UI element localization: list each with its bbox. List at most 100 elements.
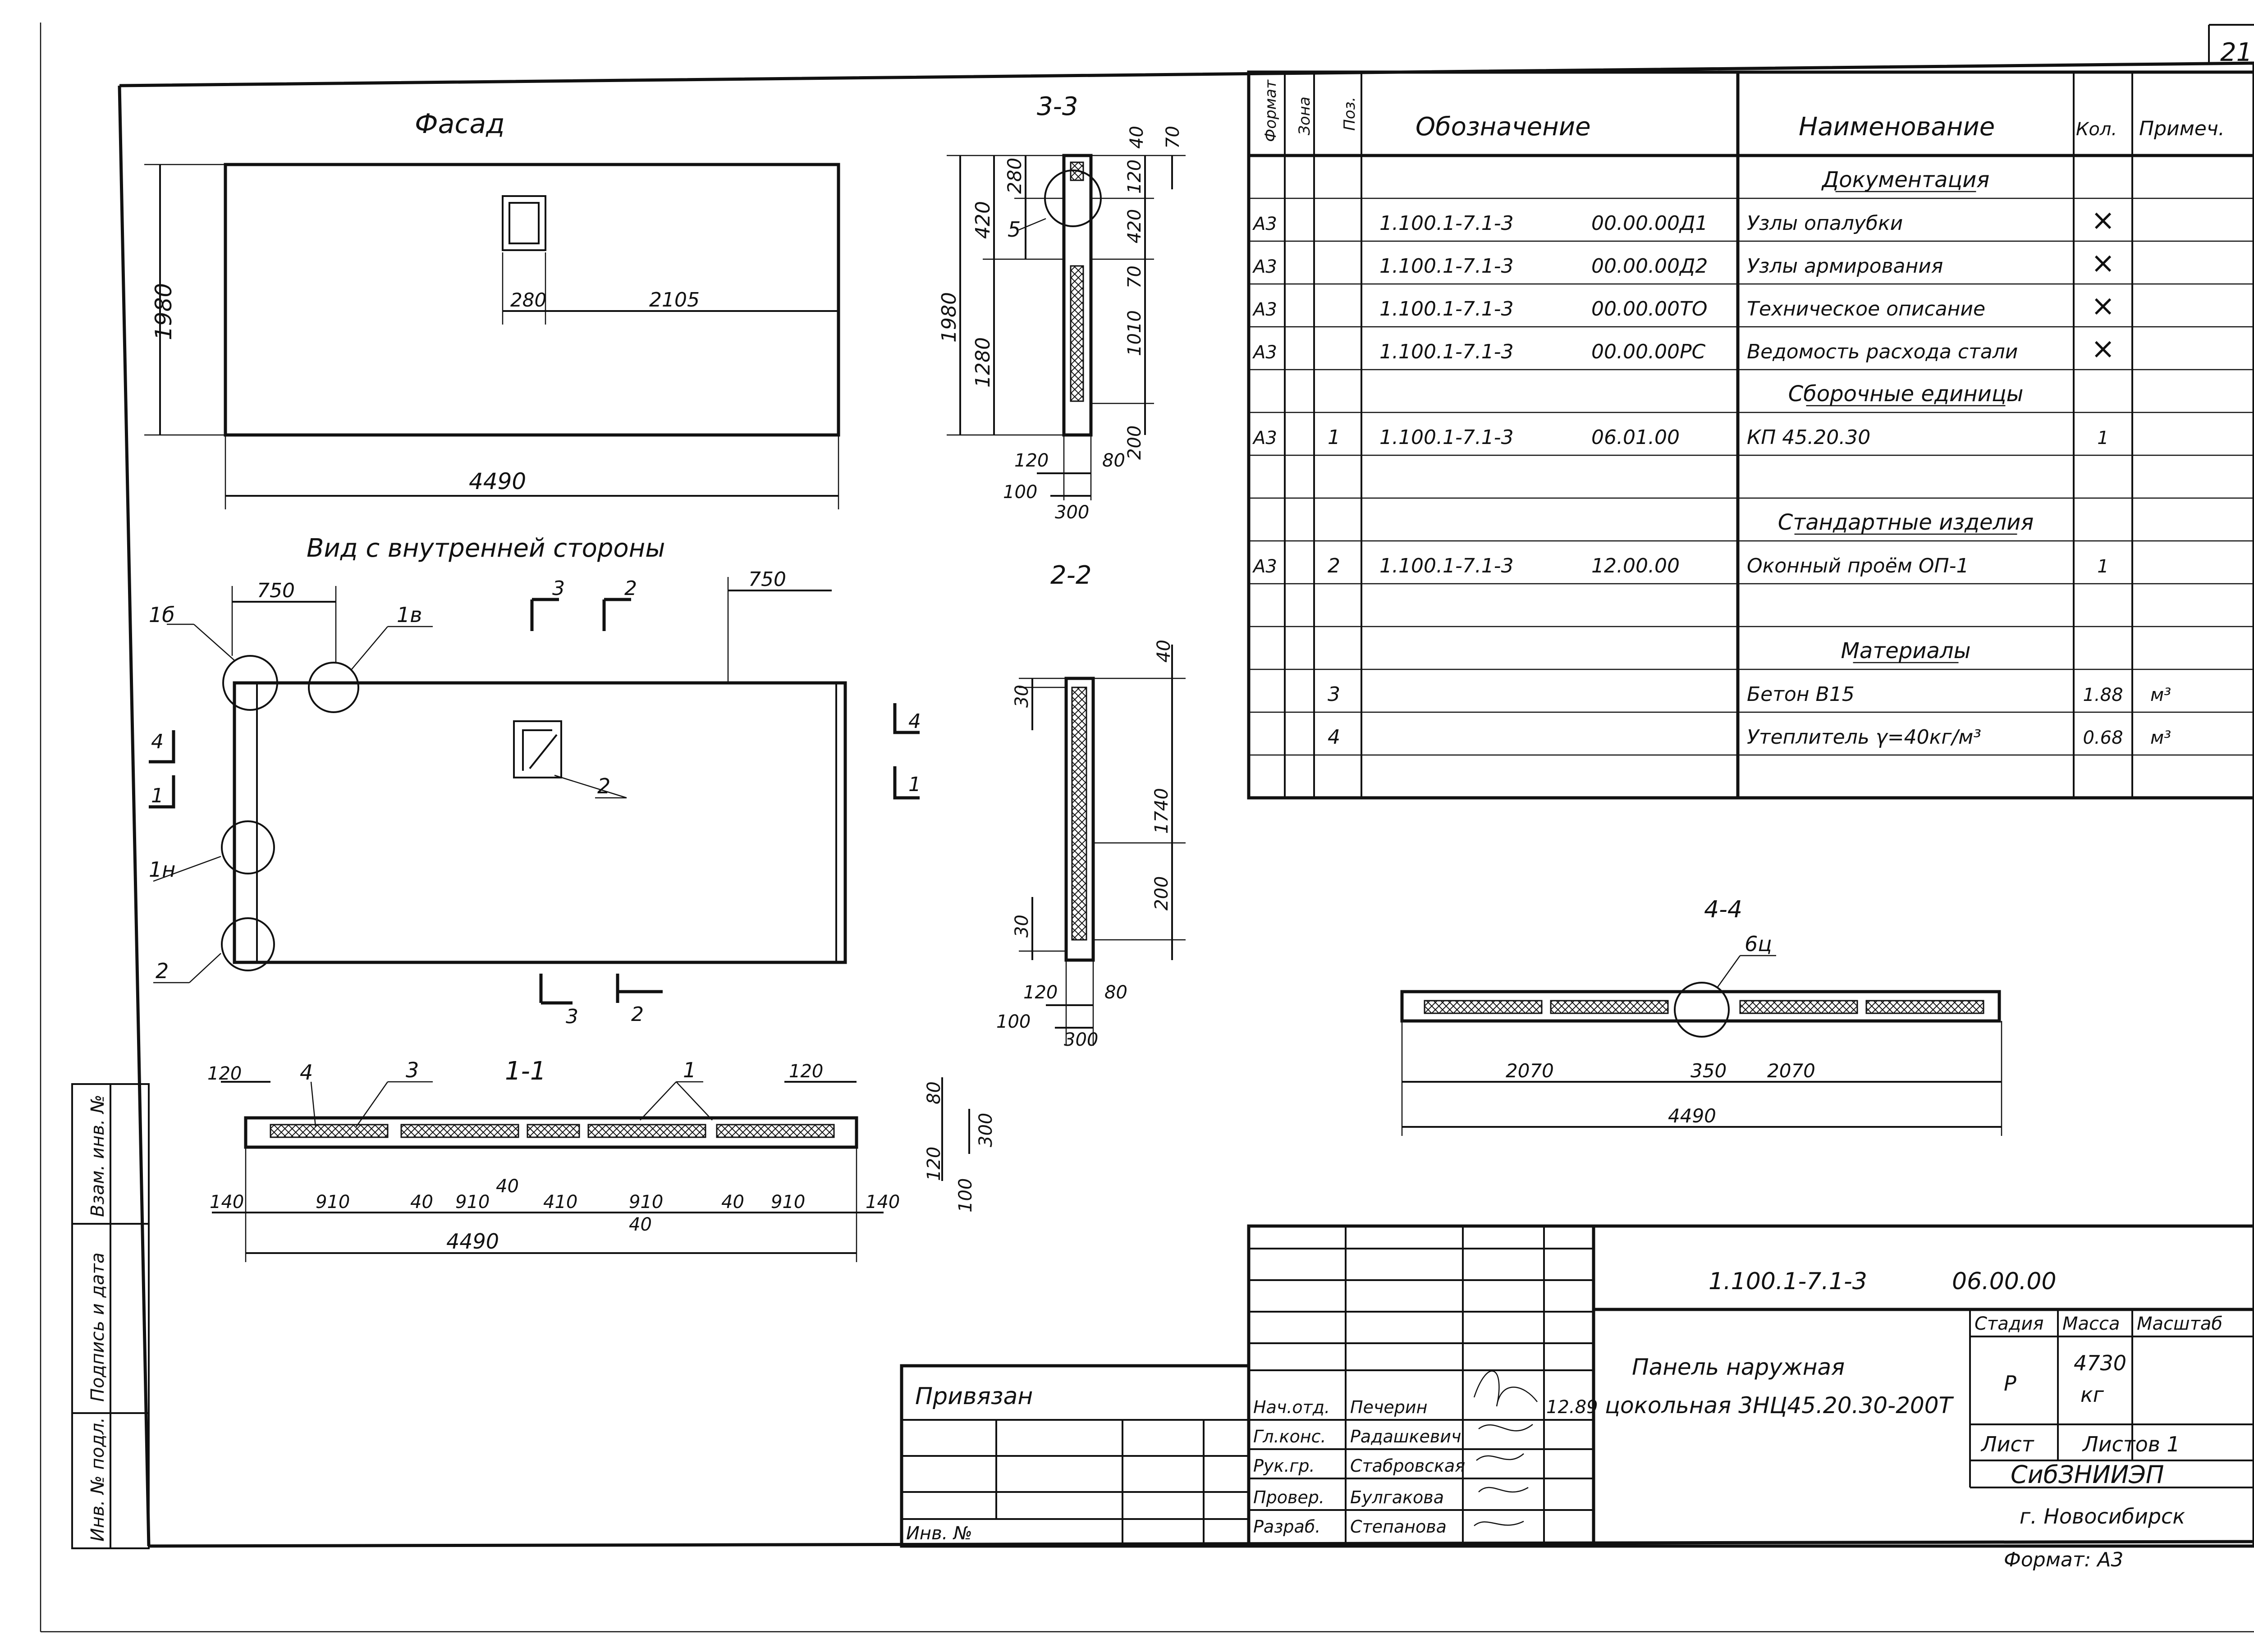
section-1-1-dim-4490: 4490 [446,1229,499,1254]
title-block-stage: Р [2004,1371,2016,1396]
section-1-1-dim-100: 100 [955,1178,976,1213]
title-block-mass-unit: кг [2080,1382,2104,1407]
spec-cell-code: 00.00.00РС [1591,340,1705,363]
title-block-mass: 4730 [2074,1351,2126,1375]
spec-cell-format: А3 [1252,428,1277,448]
title-block-doc-code: 1.100.1-7.1-3 [1709,1268,1867,1295]
privyazan-block: Привязан Инв. № [900,1364,1251,1548]
inner-dim-750-right: 750 [748,568,786,591]
facade-window [502,195,546,251]
section-1-1-pos1: 1 [683,1058,696,1082]
spec-cell-designation: 1.100.1-7.1-3 [1379,297,1514,320]
side-stamps: Взам. инв. № Подпись и дата Инв. № подл. [71,1083,150,1549]
privyazan-label: Привязан [915,1383,1033,1410]
section-3-3-dim-200: 200 [1124,426,1145,460]
spec-cell-qty: × [2091,289,2115,323]
inner-callout-1n: 1н [149,857,175,882]
spec-cell-qty: 1 [2097,428,2108,448]
inner-view: Вид с внутренней стороны 2 1б 1в 1н 2 75… [149,534,921,1028]
section-3-3-dim-300: 300 [1055,502,1089,523]
title-block-stage-label: Стадия [1975,1313,2043,1334]
title-block-org: СибЗНИИЭП [2011,1460,2164,1489]
title-block-role: Рук.гр. [1253,1456,1315,1476]
spec-cell-name: Узлы опалубки [1747,212,1903,235]
inner-callout-1v: 1в [397,603,422,627]
callout-circle-1n [221,820,275,874]
spec-cell-pos: 4 [1328,726,1340,749]
title-block-person: Степанова [1350,1517,1447,1537]
callout-circle-1b [222,655,278,711]
section-1-1-dim-300: 300 [976,1113,996,1147]
section-2-2-dim-30b: 30 [1012,915,1032,938]
section-1-1-dim-120r: 120 [789,1061,823,1082]
spec-cell-pos: 2 [1328,554,1340,577]
section-1-1-dim-40c: 40 [629,1214,652,1235]
inner-callout-2: 2 [156,959,169,983]
stamp-vzam: Взам. инв. № [87,1094,108,1217]
spec-cell-name: Ведомость расхода стали [1747,340,2018,363]
spec-cell-qty: 1.88 [2083,685,2123,705]
facade-dim-length: 4490 [469,468,526,494]
section-1-1-dim-80: 80 [924,1081,944,1104]
inner-view-outline [233,681,847,964]
spec-header-name: Наименование [1799,112,1995,142]
section-3-3-pos5: 5 [1008,217,1021,242]
spec-row: Стандартные изделия [1778,510,2034,535]
section-2-2-dim-40: 40 [1154,640,1174,663]
section-1-1-dim-40d: 40 [721,1192,744,1213]
section-3-3-dim-80: 80 [1102,450,1125,471]
title-block-person: Радашкевич [1350,1427,1461,1446]
section-4-4-dim-2070b: 2070 [1767,1060,1815,1082]
spec-cell-designation: 1.100.1-7.1-3 [1379,255,1514,278]
section-3-3-dim-70b: 70 [1124,265,1145,288]
section-3-3-dim-1010: 1010 [1124,310,1145,356]
section-4-4-title: 4-4 [1704,896,1742,923]
spec-cell-qty: × [2091,204,2115,237]
section-1-1-dim-140l: 140 [210,1192,244,1213]
section-1-1-title: 1-1 [505,1057,546,1086]
title-block-sheet-label: Лист [1980,1432,2034,1456]
signatures [1473,1370,1538,1526]
section-2-2-dim-200: 200 [1151,876,1172,911]
section-1-1: 1-1 4 3 1 120 120 80 300 120 100 140 910… [207,1057,996,1262]
specification-table: Формат Зона Поз. Обозначение Наименовани… [1247,70,2254,800]
spec-row: Документация [1821,167,1990,192]
spec-row: Материалы [1841,638,1971,664]
spec-cell-designation: 1.100.1-7.1-3 [1379,554,1514,577]
section-3-3-dim-1980: 1980 [938,292,961,343]
title-block-title-line2: цокольная 3НЦ45.20.30-200Т [1605,1392,1954,1419]
cut-mark-4-right: 4 [908,710,921,733]
spec-header-format: Формат [1262,79,1280,142]
title-block-person: Булгакова [1350,1487,1444,1507]
callout-circle-2 [221,917,275,971]
cut-mark-2-bottom: 2 [631,1003,644,1026]
section-1-1-dim-120l: 120 [207,1063,242,1084]
spec-cell-format: А3 [1252,299,1277,320]
section-3-3-dim-420b: 420 [1124,209,1145,243]
spec-cell-code: 00.00.00ТО [1591,297,1707,320]
section-2-2-dim-120: 120 [1023,982,1058,1003]
spec-header-zone: Зона [1296,96,1314,135]
spec-cell-code: 00.00.00Д2 [1591,255,1708,278]
spec-cell-section: Документация [1821,167,1990,192]
cut-mark-2-top: 2 [624,577,637,600]
spec-cell-name: Узлы армирования [1747,255,1943,278]
stamp-podpis: Подпись и дата [87,1253,108,1402]
spec-cell-code: 00.00.00Д1 [1591,212,1708,235]
inner-callout-1b: 1б [149,603,175,627]
section-4-4-dim-350: 350 [1690,1060,1727,1082]
section-3-3-dim-1280: 1280 [971,337,994,388]
spec-cell-section: Материалы [1841,638,1971,664]
section-1-1-dim-910c: 910 [629,1192,663,1213]
section-3-3-dim-120c: 120 [1014,450,1049,471]
section-4-4: 4-4 6ц 2070 350 2070 4490 [1400,896,2002,1136]
section-2-2-dim-80: 80 [1104,982,1127,1003]
